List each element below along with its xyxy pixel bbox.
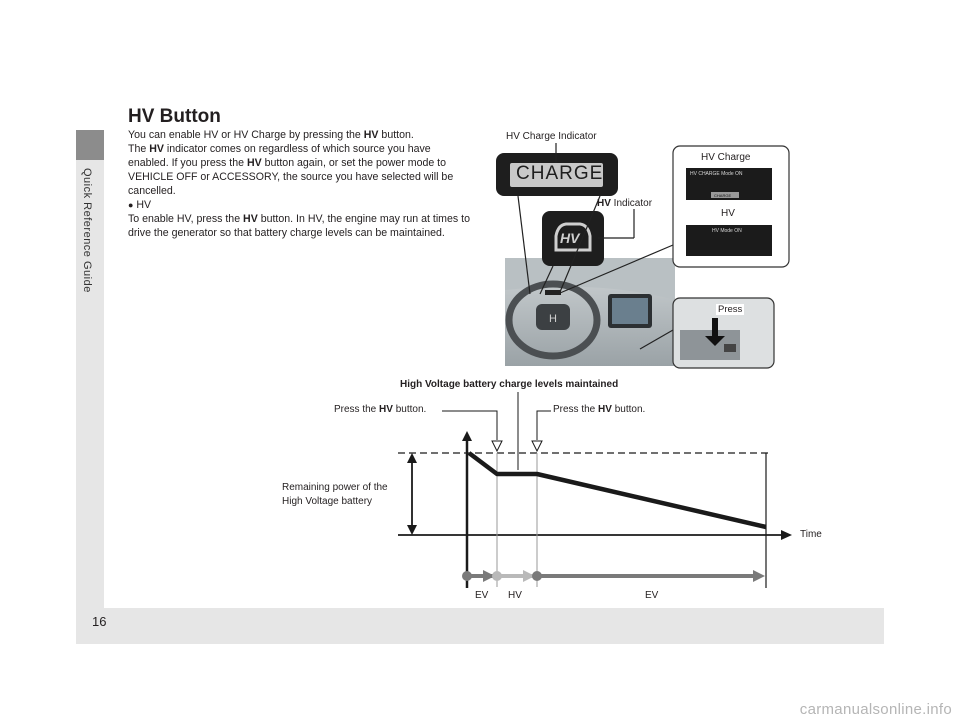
sidebar-band (76, 130, 104, 608)
hv-heading: ● HV (128, 198, 473, 212)
leader-lines (517, 143, 674, 350)
charge-indicator-badge (496, 153, 618, 196)
press-left-label: Press the HV button. (334, 404, 426, 415)
charge-badge-text: CHARGE (516, 163, 604, 184)
page-number: 16 (92, 614, 107, 629)
y-axis-arrowhead (462, 431, 472, 441)
x-axis-arrowhead (781, 530, 792, 540)
hv-charge-screen-text: HV CHARGE Mode ON (690, 171, 743, 177)
press-right-leader (536, 410, 551, 440)
timeline-arrow-icon (523, 570, 535, 582)
hv-text: button. In HV, the engine may run at tim… (128, 213, 470, 240)
section-title: HV Button (128, 106, 221, 127)
timeline-dot (492, 571, 502, 581)
press-text: Press the (553, 404, 599, 415)
sidebar-tab-marker (76, 130, 104, 160)
remaining-line: High Voltage battery (282, 496, 373, 507)
hv-text: To enable HV, press the (128, 213, 244, 226)
bullet-icon: ● (128, 200, 134, 211)
hv-term: HV (363, 129, 379, 141)
intro-text: indicator comes on regardless of which s… (128, 143, 431, 170)
hv-charge-indicator-label: HV Charge Indicator (506, 131, 597, 142)
hv-indicator-label-text: Indicator (610, 198, 653, 209)
intro-text: button. (378, 129, 414, 141)
screens-callout (672, 145, 790, 268)
footer-band (76, 608, 884, 644)
remaining-line: Remaining power of the (282, 482, 388, 493)
hv-heading-text: HV (136, 199, 152, 212)
hv-badge-text: HV (560, 230, 580, 246)
press-triangle-icon (531, 440, 543, 453)
hv-term: HV (379, 404, 393, 415)
watermark: carmanualsonline.info (799, 701, 952, 718)
press-text: button. (611, 404, 646, 415)
intro-text: The (128, 143, 150, 156)
timeline-dot (462, 571, 472, 581)
mode-label-ev-1: EV (475, 590, 489, 601)
dashboard-photo: H (505, 258, 675, 366)
hv-indicator-label: HV Indicator (597, 198, 652, 209)
mode-label-hv: HV (508, 590, 522, 601)
intro-line-1: You can enable HV or HV Charge by pressi… (128, 128, 473, 142)
intro-text: button again, or set the power mode to V… (128, 157, 454, 198)
intro-text: You can enable HV or HV Charge by pressi… (128, 129, 364, 141)
hv-description: To enable HV, press the HV button. In HV… (128, 212, 473, 240)
mode-label-ev-2: EV (645, 590, 659, 601)
time-label: Time (800, 529, 822, 540)
hv-term: HV (149, 143, 164, 156)
charge-curve (467, 451, 767, 530)
press-triangle-icon (491, 440, 503, 453)
press-left-leader (442, 410, 498, 440)
hv-charge-screen-badge: CHARGE (714, 193, 732, 198)
press-label: Press (716, 304, 745, 315)
sidebar-label: Quick Reference Guide (81, 168, 93, 293)
maintained-label: High Voltage battery charge levels maint… (400, 379, 619, 390)
timeline-arrow-icon (483, 570, 495, 582)
hv-charge-box-title: HV Charge (701, 152, 751, 163)
svg-text:H: H (549, 313, 557, 325)
press-callout (672, 297, 775, 369)
hv-term: HV (597, 198, 611, 209)
intro-line-2: The HV indicator comes on regardless of … (128, 142, 473, 198)
hv-term: HV (598, 404, 612, 415)
hv-screen-text: HV Mode ON (712, 228, 742, 234)
remaining-arrow-down (407, 525, 417, 535)
body-text: You can enable HV or HV Charge by pressi… (128, 128, 473, 240)
remaining-arrow-up (407, 453, 417, 463)
hv-box-title: HV (721, 208, 735, 219)
timeline-dot (532, 571, 542, 581)
timeline-arrow-icon (753, 570, 765, 582)
press-text: button. (392, 404, 427, 415)
press-right-label: Press the HV button. (553, 404, 645, 415)
hv-term: HV (243, 213, 258, 226)
press-text: Press the (334, 404, 380, 415)
hv-term: HV (246, 157, 262, 170)
